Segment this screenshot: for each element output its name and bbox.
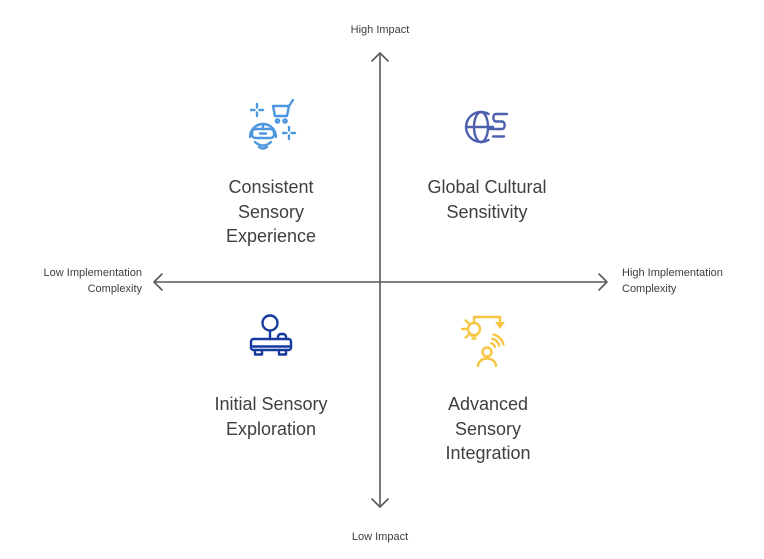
axis-label-low-complexity: Low Implementation Complexity bbox=[43, 267, 142, 295]
axis-label-low-impact: Low Impact bbox=[351, 531, 409, 543]
quadrant-label-top-left: Consistent Sensory Experience bbox=[225, 177, 317, 246]
quadrant-label-top-right: Global Cultural Sensitivity bbox=[427, 177, 547, 222]
quadrant-label-bottom-right: Advanced Sensory Integration bbox=[445, 394, 531, 463]
axis-label-high-complexity: High Implementation Complexity bbox=[622, 267, 723, 295]
axis-label-high-impact: High Impact bbox=[350, 24, 410, 36]
arrow-left-icon bbox=[153, 273, 163, 291]
weighing-scale-icon bbox=[245, 312, 301, 368]
idea-person-signal-icon bbox=[460, 312, 516, 368]
arrow-up-icon bbox=[371, 52, 389, 62]
arrow-down-icon bbox=[371, 498, 389, 508]
vr-headset-shopper-icon bbox=[243, 96, 299, 152]
globe-motion-icon bbox=[459, 97, 515, 153]
quadrant-label-bottom-left: Initial Sensory Exploration bbox=[214, 394, 328, 439]
arrow-right-icon bbox=[598, 273, 608, 291]
